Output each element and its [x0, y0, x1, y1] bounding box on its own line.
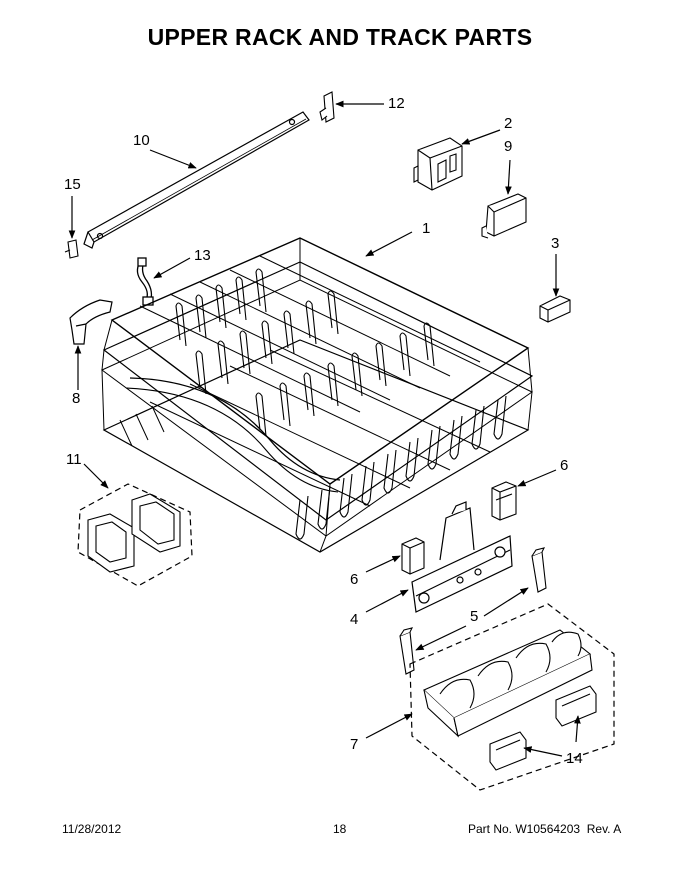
wire-part-13: [136, 257, 154, 306]
callout-4: 4: [350, 611, 359, 628]
end-cap-part-12: [319, 91, 335, 123]
callout-3: 3: [551, 235, 560, 252]
callout-6-upper: 6: [560, 457, 569, 474]
clip-part-6-upper: [491, 481, 517, 521]
callout-15: 15: [64, 176, 81, 193]
stop-part-5-left: [399, 627, 415, 675]
clip-part-3: [539, 295, 571, 323]
cover-part-9: [481, 193, 527, 239]
callout-5: 5: [470, 608, 479, 625]
clip-part-6-lower: [401, 537, 425, 575]
footer-part-number: Part No. W10564203 Rev. A: [468, 822, 622, 836]
callout-6-lower: 6: [350, 571, 359, 588]
callout-8: 8: [72, 390, 81, 407]
track-group-part-7: [409, 603, 615, 791]
callout-14: 14: [566, 750, 583, 767]
callout-leaders: [68, 100, 581, 757]
bracket-part-8: [69, 299, 113, 345]
stop-clip-part-15: [64, 239, 79, 259]
callout-13: 13: [194, 247, 211, 264]
clip-part-14: [489, 685, 597, 771]
callout-1: 1: [422, 220, 431, 237]
callout-11: 11: [66, 451, 82, 468]
clip-group-part-11: [77, 483, 193, 587]
footer-page-number: 18: [333, 822, 347, 836]
clip-part-2: [413, 137, 463, 191]
dish-rack-part-1: [101, 237, 534, 553]
stop-part-5-right: [531, 547, 547, 593]
callout-2: 2: [504, 115, 513, 132]
callout-7: 7: [350, 736, 359, 753]
callout-10: 10: [133, 132, 150, 149]
track-part-4: [411, 501, 513, 613]
callout-9: 9: [504, 138, 513, 155]
footer-date: 11/28/2012: [62, 822, 122, 836]
rail-part-10: [83, 111, 310, 249]
page-title: UPPER RACK AND TRACK PARTS: [147, 24, 533, 50]
callout-12: 12: [388, 95, 405, 112]
